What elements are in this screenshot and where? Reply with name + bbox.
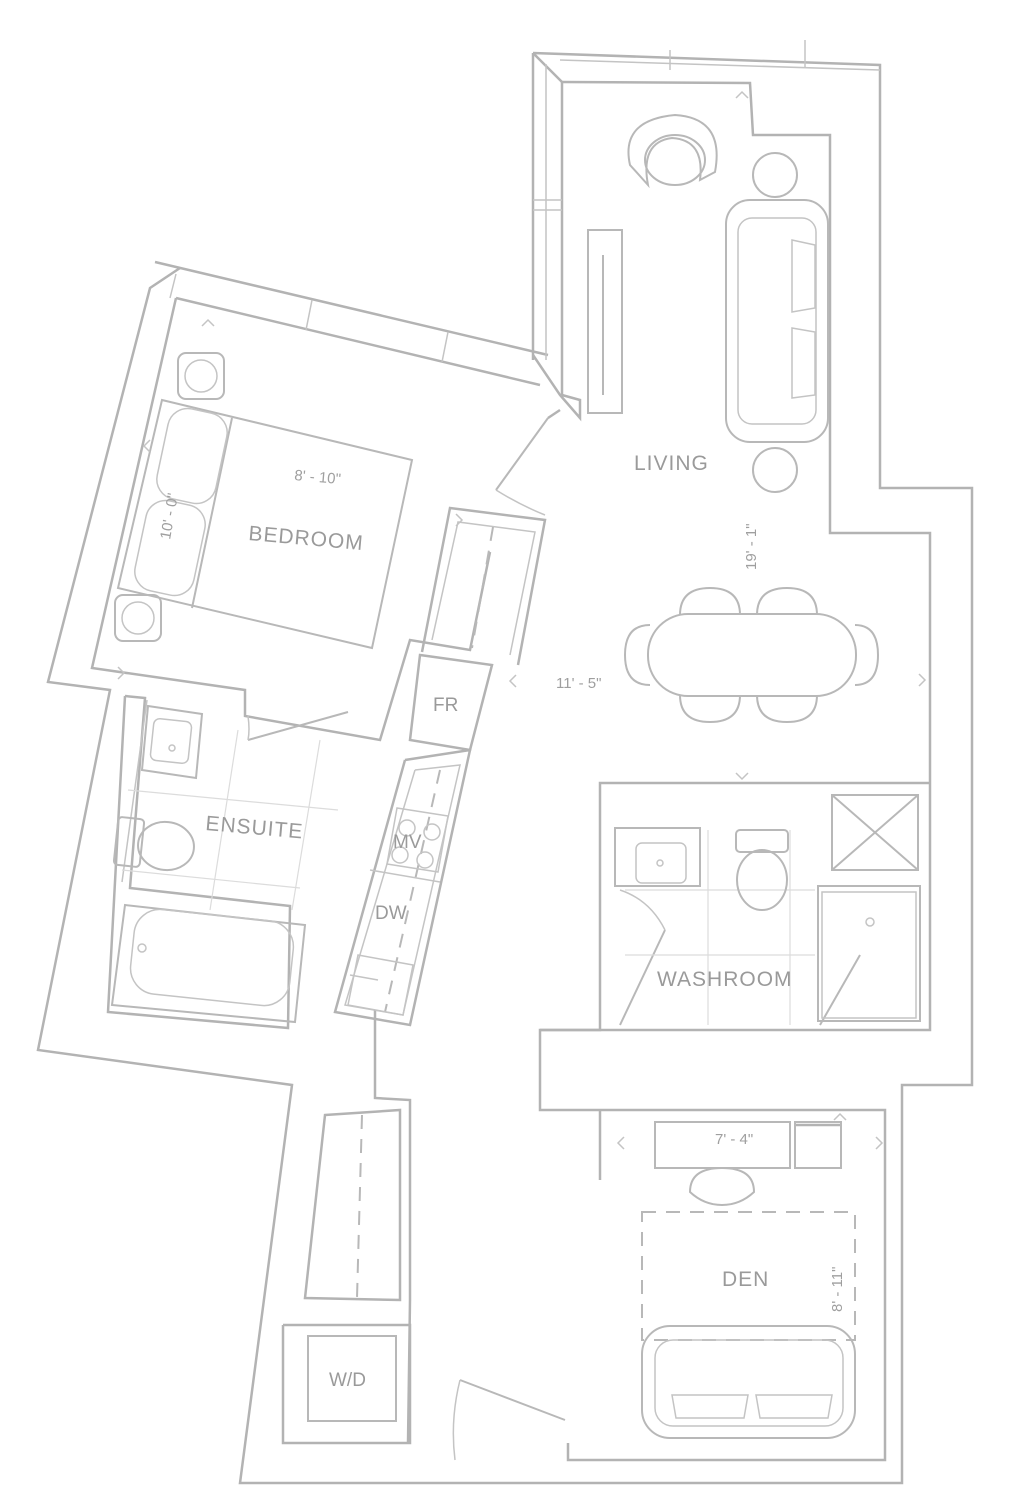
living-furniture (587, 113, 880, 724)
rug-icon (641, 1211, 856, 1341)
desk-chair-icon (688, 1166, 756, 1207)
sink-icon (614, 827, 701, 887)
room-label-den: DEN (722, 1268, 769, 1291)
side-table-icon (752, 447, 798, 493)
room-label-washroom: WASHROOM (657, 968, 793, 991)
appliance-label-microwave: MV (393, 832, 422, 853)
dim-den-length: 8' - 11" (829, 1267, 846, 1312)
armchair-icon (627, 113, 718, 189)
appliance-label-dishwasher: DW (375, 903, 407, 924)
washer-dryer-unit (307, 1335, 397, 1422)
den-furniture (641, 1121, 856, 1439)
doors (247, 417, 861, 1461)
dimension-markers (117, 90, 927, 1150)
kitchen-appliances (347, 807, 449, 1016)
dim-bedroom-width: 8' - 10" (294, 467, 342, 488)
washroom-fixtures (614, 794, 921, 1025)
sink-icon (140, 704, 204, 780)
burner-icon (423, 823, 441, 841)
cabinet-icon (794, 1121, 842, 1169)
dim-living-length: 19' - 1" (743, 523, 760, 570)
burner-icon (398, 819, 416, 837)
dim-den-width: 7' - 4" (715, 1131, 753, 1148)
tv-console-icon (587, 229, 623, 414)
burner-icon (391, 846, 409, 864)
ensuite-fixtures (110, 704, 339, 1024)
burner-icon (416, 851, 434, 869)
room-label-living: LIVING (634, 452, 709, 475)
room-label-bedroom: BEDROOM (248, 522, 365, 555)
dim-living-width: 11' - 5" (556, 675, 601, 692)
bed-icon (116, 398, 414, 650)
side-table-icon (752, 152, 798, 198)
dim-bedroom-length: 10' - 0" (157, 492, 182, 541)
appliance-labels: FR MV DW W/D (329, 695, 458, 1391)
exterior-walls (36, 40, 974, 1485)
den-sofa-icon (641, 1325, 856, 1439)
interior-walls (90, 297, 930, 1445)
nightstand-icon (114, 594, 162, 642)
shower-icon (817, 885, 921, 1022)
toilet-icon (112, 816, 146, 868)
sofa-icon (725, 199, 829, 443)
nightstand-icon (177, 352, 225, 400)
kitchen-sink-icon (347, 954, 414, 1016)
room-label-ensuite: ENSUITE (205, 812, 305, 843)
room-labels: LIVING BEDROOM ENSUITE WASHROOM DEN (205, 452, 793, 1291)
shaft-icon (831, 794, 919, 871)
toilet-icon (735, 829, 789, 853)
dining-table-icon (647, 613, 857, 697)
bedroom-furniture (114, 352, 414, 650)
appliance-label-fridge: FR (433, 695, 458, 716)
appliance-label-washer-dryer: W/D (329, 1370, 366, 1391)
